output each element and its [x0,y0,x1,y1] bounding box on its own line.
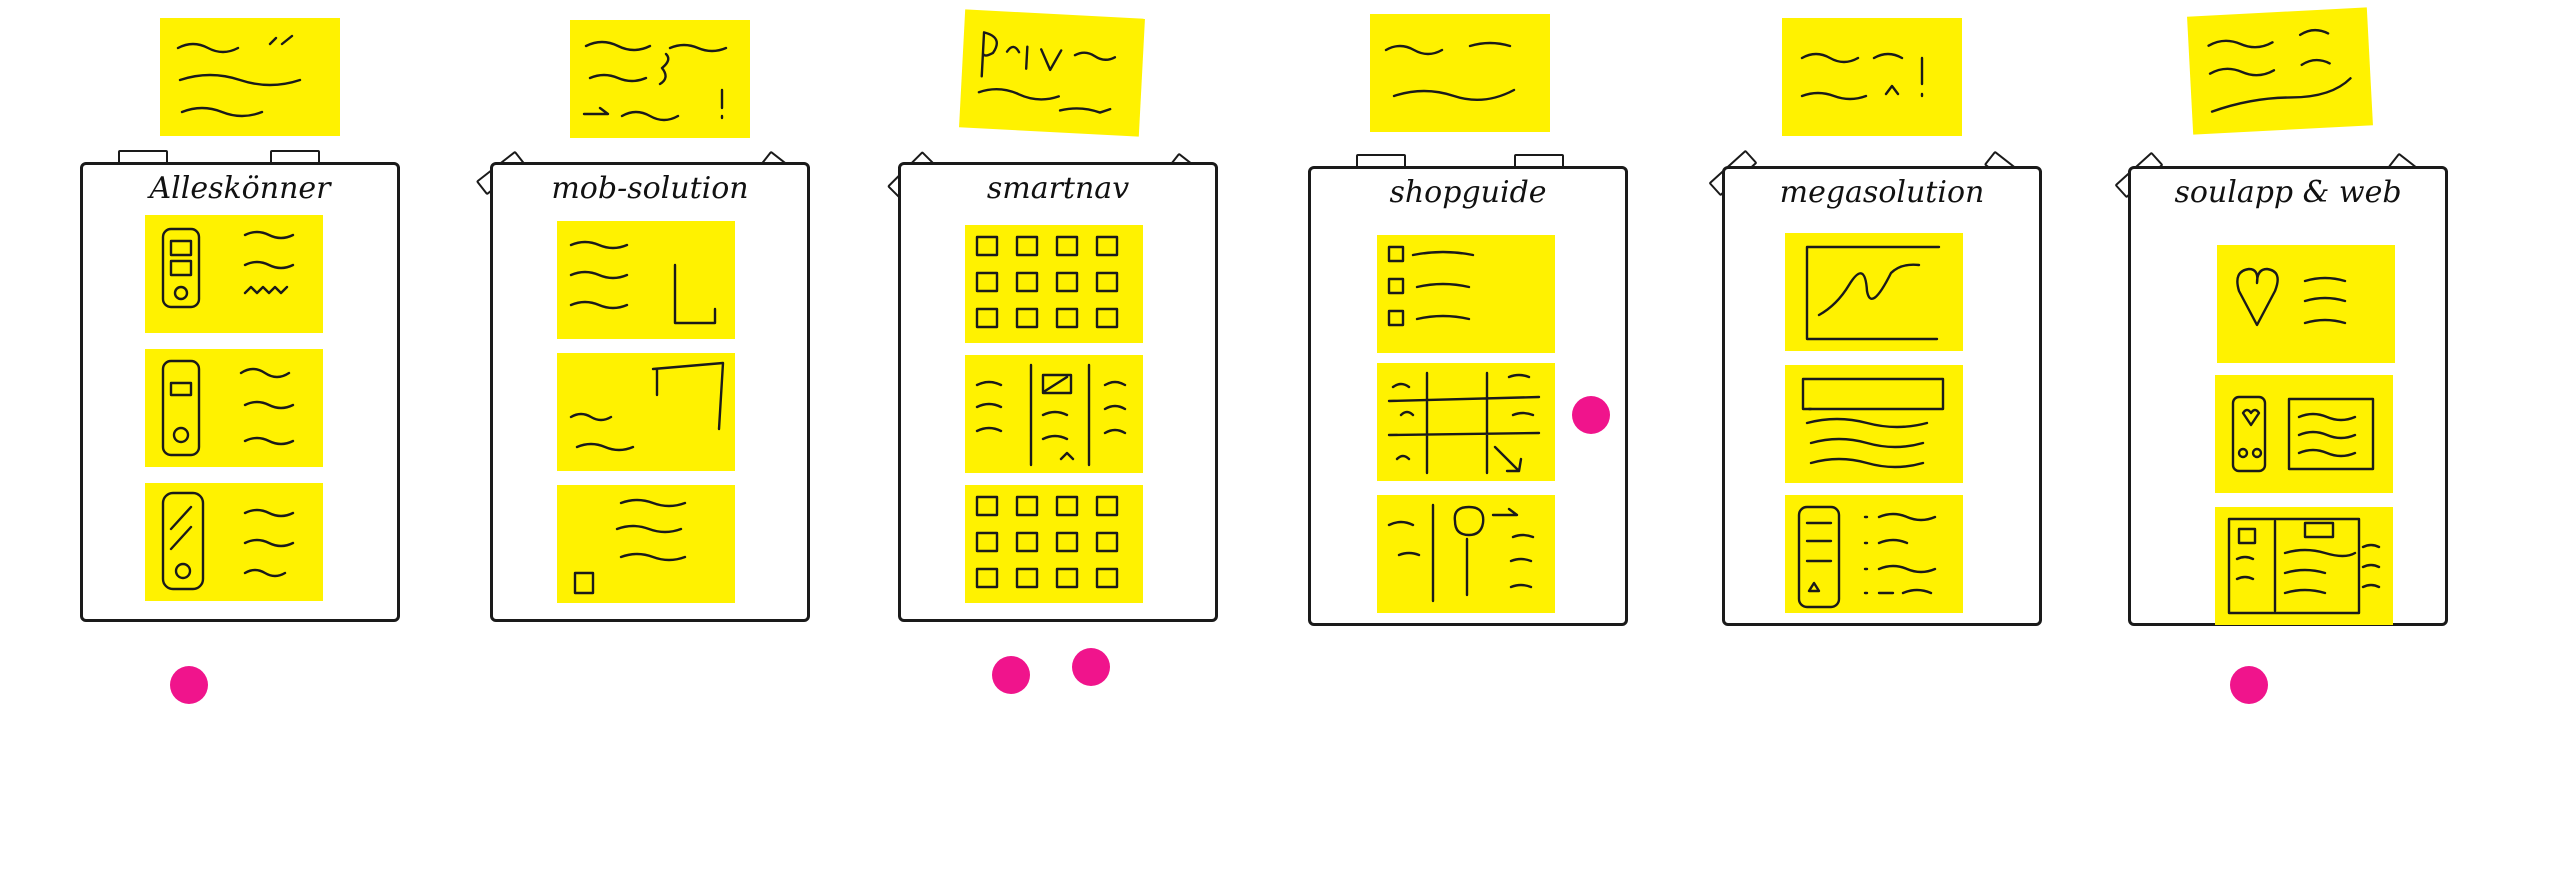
concept-title: shopguide [1389,175,1547,210]
screen-sketch [145,215,323,333]
screen-sketch [145,483,323,601]
concept-title: smartnav [986,171,1130,206]
concept-card: megasolution [1708,0,2082,700]
concept-title: soulapp & web [2174,175,2402,210]
screen-sketch [1785,365,1963,483]
concept-title: mob-solution [551,171,749,206]
top-sticky-note [570,20,750,138]
concept-sheet: shopguide [1308,166,1628,626]
concept-card: mob-solution [475,0,850,700]
top-sticky-note [1370,14,1550,132]
screen-sketch [557,485,735,603]
concept-card: smartnav [886,0,1258,700]
concept-card: Alleskönner [80,0,440,704]
screen-sketch [1785,233,1963,351]
screen-sketch [557,353,735,471]
screen-sketch [1377,363,1555,481]
screen-sketch [965,225,1143,343]
vote-dot [1072,648,1110,686]
top-sticky-note [1782,18,1962,136]
concept-sheet: megasolution [1722,166,2042,626]
concept-sheet: smartnav [898,162,1218,622]
concept-sheet: soulapp & web [2128,166,2448,626]
vote-dot [2230,666,2268,704]
screen-sketch [965,355,1143,473]
screen-sketch [2217,245,2395,363]
screen-sketch [965,485,1143,603]
concept-card: shopguide [1308,0,1668,700]
concept-sheet: mob-solution [490,162,810,622]
vote-dot [170,666,208,704]
screen-sketch [557,221,735,339]
screen-sketch [1377,495,1555,613]
screen-sketch [2215,507,2393,625]
vote-dot [992,656,1030,694]
screen-sketch [2215,375,2393,493]
top-sticky-note [2187,7,2373,135]
top-sticky-note [160,18,340,136]
concept-card: soulapp & web [2114,0,2488,704]
top-sticky-note [959,9,1145,137]
concept-title: megasolution [1779,175,1985,210]
concept-title: Alleskönner [149,171,331,206]
screen-sketch [1377,235,1555,353]
vote-dot [1572,396,1610,434]
concept-sheet: Alleskönner [80,162,400,622]
screen-sketch [145,349,323,467]
screen-sketch [1785,495,1963,613]
